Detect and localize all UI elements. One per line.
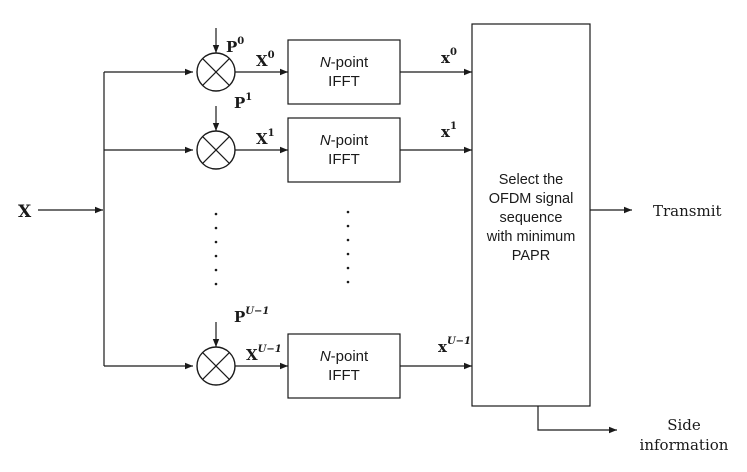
phase-label-2: PU−1 <box>234 306 269 326</box>
ifft-block-2 <box>287 333 401 399</box>
selector-line-2: OFDM signal <box>489 191 574 207</box>
time-label-0: x0 <box>441 47 457 67</box>
ifft-line2-0: IFFT <box>328 73 360 90</box>
ellipsis-multipliers <box>214 212 218 286</box>
ifft-line2-1: IFFT <box>328 151 360 168</box>
mod-label-1: X1 <box>256 128 275 148</box>
mod-label-2: XU−1 <box>246 344 282 364</box>
branch-2: PU−1 XU−1 N-point IFFT xU−1 <box>196 306 472 399</box>
multiplier-0 <box>196 52 236 92</box>
ifft-line1-1: N-point <box>320 132 369 149</box>
selector-text: Select the OFDM signal sequence with min… <box>486 172 576 264</box>
ifft-line2-2: IFFT <box>328 367 360 384</box>
selector-block <box>471 23 591 407</box>
selector-line-4: with minimum <box>486 229 576 245</box>
branch-1: P1 X1 N-point IFFT x1 <box>196 92 472 183</box>
ifft-line1-0: N-point <box>320 54 369 71</box>
selector-line-3: sequence <box>500 210 563 226</box>
mod-label-0: X0 <box>256 50 275 70</box>
time-label-1: x1 <box>441 121 457 141</box>
selector-line-1: Select the <box>499 172 564 188</box>
multiplier-1 <box>196 130 236 170</box>
side-info-line <box>537 406 617 434</box>
side-info-label-2: information <box>640 436 729 454</box>
ellipsis-ifft <box>346 210 350 284</box>
ifft-block-1 <box>287 117 401 183</box>
selector-line-5: PAPR <box>512 248 550 264</box>
branch-0: P0 X0 N-point IFFT x0 <box>196 28 472 105</box>
phase-label-0: P0 <box>226 36 244 56</box>
phase-label-1: P1 <box>234 92 252 112</box>
multiplier-2 <box>196 346 236 386</box>
ifft-line1-2: N-point <box>320 348 369 365</box>
input-symbol: X <box>18 202 32 222</box>
ifft-block-0 <box>287 39 401 105</box>
time-label-2: xU−1 <box>438 336 471 356</box>
transmit-label: Transmit <box>653 202 722 220</box>
side-info-label-1: Side <box>667 416 701 434</box>
